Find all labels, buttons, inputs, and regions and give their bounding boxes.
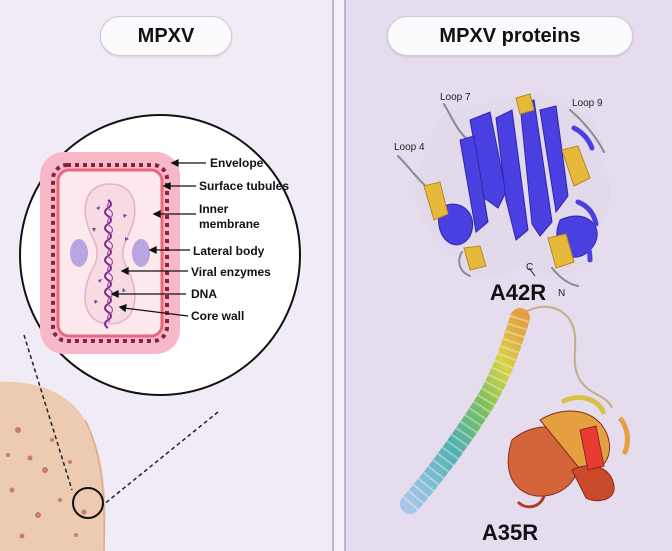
label-loop9: Loop 9 — [572, 98, 603, 109]
label-inner-membrane-line2: membrane — [199, 217, 260, 231]
label-lateral-body: Lateral body — [193, 244, 265, 258]
lateral-body-right — [132, 239, 150, 267]
mpxv-title-pill: MPXV — [100, 16, 232, 56]
mpxv-title: MPXV — [137, 24, 195, 47]
a42r-annotations: Loop 7 Loop 9 Loop 4 C N — [394, 92, 603, 299]
mpxv-virion — [40, 152, 180, 354]
a35r-name: A35R — [482, 520, 538, 545]
label-envelope: Envelope — [210, 156, 264, 170]
label-viral-enzymes: Viral enzymes — [191, 265, 271, 279]
surface-tubules-layer — [51, 163, 169, 343]
label-dna: DNA — [191, 287, 217, 301]
label-inner-membrane-line1: Inner — [199, 202, 229, 216]
c-terminus-pointer — [528, 267, 536, 277]
dna-strand — [104, 199, 112, 329]
zoom-source-circle — [72, 487, 104, 519]
callout-arrows — [110, 158, 206, 317]
dna-strand-2 — [106, 201, 114, 323]
skin-lesions — [6, 427, 87, 539]
shoulder-illustration — [0, 381, 106, 551]
label-n-terminus: N — [558, 288, 565, 299]
a42r-name: A42R — [490, 280, 546, 305]
lateral-body-left — [70, 239, 88, 267]
label-loop4: Loop 4 — [394, 142, 425, 153]
proteins-title: MPXV proteins — [439, 24, 581, 47]
virion-labels: Envelope Surface tubules Inner membrane … — [191, 156, 289, 323]
a35r-structure — [400, 305, 630, 514]
label-loop7: Loop 7 — [440, 92, 471, 103]
zoom-lines — [23, 334, 219, 506]
a42r-structure — [397, 93, 611, 287]
label-c-terminus: C — [526, 262, 533, 273]
label-surface-tubules: Surface tubules — [199, 179, 289, 193]
proteins-title-pill: MPXV proteins — [387, 16, 633, 56]
label-core-wall: Core wall — [191, 309, 244, 323]
